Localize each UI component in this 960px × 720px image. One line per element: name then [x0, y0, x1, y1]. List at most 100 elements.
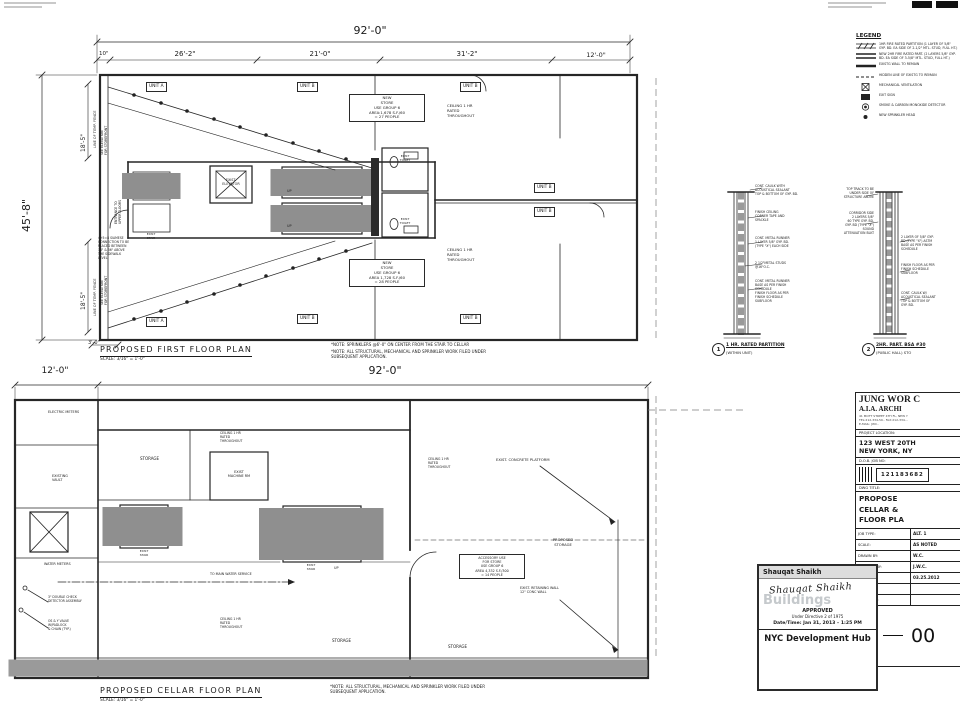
row-value: AS NOTED [910, 539, 960, 550]
row-value: J.W.C. [910, 561, 960, 572]
ff-unit-b-tag: UNIT B [534, 183, 555, 193]
stair-symbol [102, 504, 385, 563]
ff-dim-small: 3'-0" [88, 340, 100, 346]
cl-storage-label: STORAGE [140, 456, 160, 461]
cl-retaining-wall-label: EXIST. RETAINING WALL 12" CONC WALL [520, 586, 559, 595]
sprinkler-head-symbol-icon [863, 115, 868, 120]
cl-existing-vault-label: EXISTING VAULT [52, 474, 68, 483]
fine-print-strip [828, 6, 872, 8]
toilet-fixtures [381, 147, 429, 238]
ff-dim-seg-1: 10" [99, 51, 109, 57]
legend-item: EXIT SIGN [856, 93, 958, 101]
registration-mark [936, 1, 958, 8]
detail-2-section [865, 191, 911, 339]
ff-unit-b-tag: UNIT B [297, 314, 318, 324]
legend-item: NEW 2HR FIRE RATED PART. (2 LAYERS 5/8" … [856, 52, 958, 60]
legend-item-label: NEW 2HR FIRE RATED PART. (2 LAYERS 5/8" … [879, 52, 956, 61]
legend-item-label: 1HR FIRE RATED PARTITION (1 LAYER OF 5/8… [879, 42, 958, 50]
stamp-approved-text: APPROVED [802, 607, 833, 614]
fine-print-strip [4, 2, 56, 4]
cl-accessory-use-note: ACCESSORY USE FOR STORE USE GROUP 6 AREA… [459, 554, 525, 580]
cl-dim-total: 92'-0" [368, 364, 402, 377]
sheet-number: 00 [911, 624, 936, 647]
ff-dim-seg-3: 21'-0" [309, 50, 331, 58]
cl-ceiling-note: CEILING 1 HR RATED THROUGHOUT [220, 617, 243, 629]
ff-exist-toilet-label: EXIST TOILET [399, 154, 411, 162]
ff-dim-seg-4: 31'-2" [456, 50, 478, 58]
row-value: 03.25.2012 [910, 572, 960, 583]
cl-ceiling-note: CEILING 1 HR RATED THROUGHOUT [428, 457, 451, 469]
d2-floor-note: FINISH FLOOR AS PER FINISH SCHEDULE SUBF… [901, 263, 935, 275]
sprinkler-head-dots [132, 93, 348, 321]
ff-unit-a-tag: UNIT A [146, 317, 167, 327]
ff-siamese-note: 4+5=8 SIAMESE CONNECTION TO BE PLACED BE… [98, 236, 130, 260]
exit-sign-symbol-icon [861, 93, 870, 100]
elevator-symbol [209, 165, 253, 204]
cl-water-meters-label: WATER METERS [44, 562, 71, 566]
cl-dim-left: 12'-0" [41, 366, 69, 376]
legend: LEGEND 1HR FIRE RATED PARTITION (1 LAYER… [856, 33, 958, 124]
ff-unit-b-tag: UNIT B [297, 82, 318, 92]
cl-concrete-platform-label: EXIST. CONCRETE PLATFORM [496, 458, 550, 462]
row-label: DRAWN BY: [858, 553, 878, 558]
titleblock-row: DRAWN BY: W.C. [856, 550, 960, 562]
two-hr-partition-symbol-icon [856, 53, 876, 59]
ff-note-general: *NOTE: ALL STRUCTURAL, MECHANICAL AND SP… [331, 349, 486, 360]
job-number-value: 121183682 [876, 467, 929, 482]
detail-1-subcaption: (WITHIN UNIT) [726, 351, 753, 355]
row-label: JOB TYPE: [858, 531, 876, 536]
buildings-watermark: Buildings [763, 593, 832, 608]
cl-double-check-label: 3" DOUBLE CHECK DETECTOR ASSEMBLY [48, 595, 82, 603]
ff-store-bottom-note: NEW STORE USE GROUP 6 AREA 1,728 S.F./60… [349, 259, 425, 288]
ff-entrance-label: ENTRANCE TO UPPER FLOORS [114, 199, 123, 224]
fine-print-strip [828, 2, 886, 4]
legend-item-label: HIDDEN LINE OF EXISTG TO REMAIN [879, 72, 937, 77]
hidden-line-symbol-icon [856, 76, 876, 78]
cl-storage-label: STORAGE [448, 644, 468, 649]
stair-symbol [122, 166, 374, 235]
ff-dim-left: 45'-8" [20, 198, 33, 232]
cl-proposed-storage-label: PROPOSED STORAGE [552, 538, 574, 547]
cl-main-water-label: TO MAIN WATER SERVICE [210, 572, 252, 576]
detail-1-section [723, 187, 763, 339]
ff-dim-seg-2: 26'-2" [174, 50, 196, 58]
cl-plan-title: PROPOSED CELLAR FLOOR PLAN [100, 686, 262, 699]
row-label: SCALE: [858, 542, 871, 547]
ff-ceiling-note: CEILING 1 HR RATED THROUGHOUT [447, 103, 475, 118]
existing-wall-symbol-icon [856, 65, 876, 68]
detail-2-caption: 2HR. PART. BSA #30 [876, 343, 926, 348]
cl-exist-stair-label: EXIST STAIR [139, 549, 149, 557]
legend-item: HIDDEN LINE OF EXISTG TO REMAIN [856, 73, 958, 81]
d2-corridor-note: CORRIDOR SIDE 2 LAYERS 5/8" 60 TYPE GYP.… [843, 211, 874, 235]
job-number-section: 121183682 [856, 465, 960, 486]
ff-dim-seg-5: 12'-0" [586, 51, 606, 59]
cl-note-general: *NOTE: ALL STRUCTURAL, MECHANICAL AND SP… [330, 684, 485, 695]
stamp-org-name: NYC Development Hub [759, 628, 876, 643]
dob-job-label: D.O.B. JOB NO: [856, 458, 960, 466]
approval-stamp: Shauqat Shaikh Shauqat Shaikh Buildings … [757, 564, 878, 691]
cl-machine-room-label: EXIST MACHINE RM [227, 470, 251, 479]
cl-storage-label: STORAGE [332, 638, 352, 643]
ff-unit-a-tag: UNIT A [146, 82, 167, 92]
row-value: W.C. [910, 550, 960, 561]
legend-item-label: EXIT SIGN [879, 92, 895, 97]
d1-runner-top-note: CONT. METAL RUNNER 1 LAYER 5/8" GYP. BD.… [755, 236, 790, 248]
legend-item: NEW SPRINKLER HEAD [856, 113, 958, 121]
cl-plan-scale: SCALE: 3/16" = 1'-0" [100, 698, 145, 703]
ff-ceiling-note: CEILING 1 HR RATED THROUGHOUT [447, 247, 475, 262]
firm-section: JUNG WOR C A.I.A. ARCHI 41 MOTT STREET 4… [856, 393, 960, 430]
d1-runner-bottom-note: CONT. METAL RUNNER BASE AS PER FINISH SC… [755, 279, 790, 303]
break-lines [648, 78, 744, 658]
row-value [910, 583, 960, 594]
ff-fence-label: LINE OF TEMP. FENCE [93, 110, 97, 148]
cellar-drawing [8, 381, 656, 680]
smoke-detector-symbol-icon [861, 103, 870, 111]
d2-layers-note: 2 LAYER OF 5/8" GYP. BD (TYPE "X") ASTM … [901, 235, 934, 251]
ff-exist-stair-label: EXIST STAIR [146, 232, 156, 240]
legend-item-label: MECHANICAL VENTILATION [879, 82, 923, 87]
d2-caulk-note: CONT. CAULK W/ ACOUSTICAL SEALANT TOP & … [901, 291, 936, 307]
ff-unit-b-tag: UNIT B [460, 82, 481, 92]
first-floor-drawing [35, 34, 639, 349]
d1-caulk-note: CONT. CAULK WITH ACOUSTICAL SEALANT TOP … [755, 184, 799, 196]
